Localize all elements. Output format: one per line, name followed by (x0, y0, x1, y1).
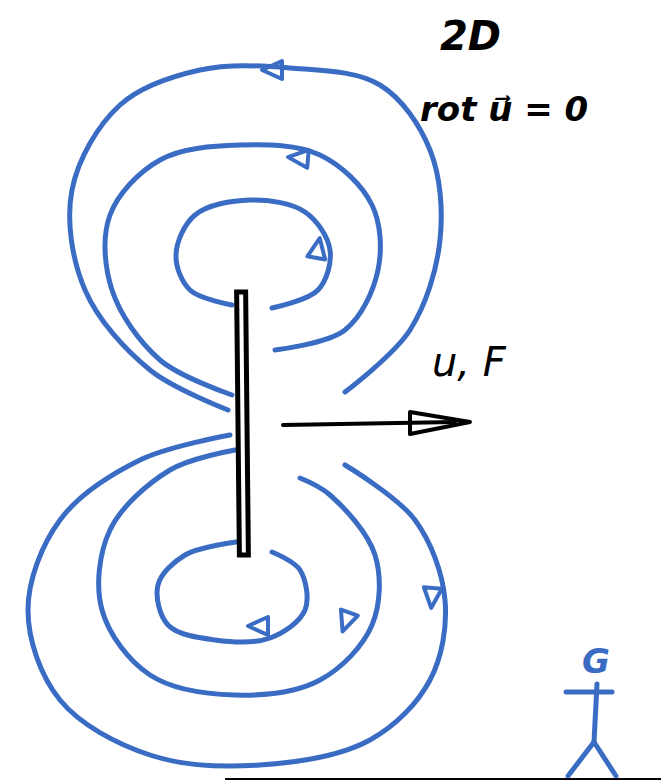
flow-arrowhead (248, 617, 268, 635)
flow-arrowhead (262, 61, 282, 79)
ground-line (225, 778, 661, 780)
velocity-force-label: u, F (432, 342, 506, 382)
flow-arrowhead (287, 148, 308, 168)
irrotational-condition: rot u⃗ = 0 (420, 92, 588, 126)
dimension-note: 2D (440, 16, 501, 56)
streamline (157, 542, 307, 642)
flow-arrowhead (307, 237, 328, 260)
velocity-arrow (283, 422, 455, 425)
streamlines (28, 61, 446, 766)
streamline (176, 200, 330, 308)
observer-figure (566, 684, 616, 776)
flow-arrowhead (334, 610, 358, 635)
arrow-head (410, 412, 470, 434)
flow-arrowhead (422, 587, 442, 608)
flat-plate (237, 292, 249, 555)
observer-head: G (582, 644, 610, 678)
streamline (70, 66, 442, 410)
